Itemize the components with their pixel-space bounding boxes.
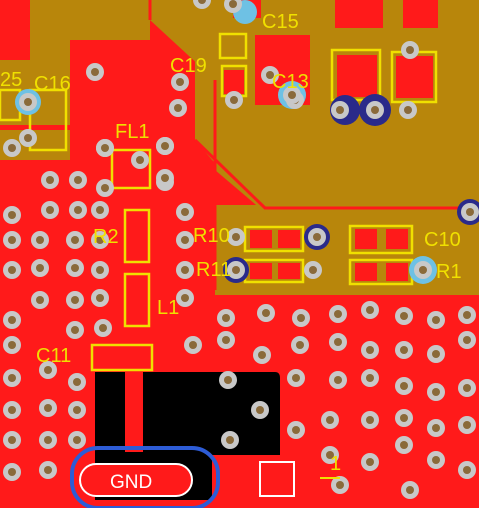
- silkscreen-labels: C15 C19 C13 25 C16 FL1 R2 R10 C10 R11 R1…: [0, 11, 462, 475]
- label-r2: R2: [93, 226, 119, 248]
- label-c25: 25: [0, 69, 22, 91]
- label-j1: 1: [330, 453, 341, 475]
- board-traces: [148, 0, 479, 290]
- label-c13: C13: [272, 71, 309, 93]
- label-fl1: FL1: [115, 121, 149, 143]
- gnd-net-label: GND: [110, 472, 152, 493]
- label-l1: L1: [157, 297, 179, 319]
- label-r11: R11: [196, 259, 231, 281]
- via-grid: [3, 0, 479, 499]
- pad-fills: [97, 55, 433, 368]
- label-c11: C11: [36, 345, 71, 367]
- label-c19: C19: [170, 55, 207, 77]
- label-r10: R10: [193, 225, 230, 247]
- label-c16: C16: [34, 73, 71, 95]
- label-c15: C15: [262, 11, 299, 33]
- highlight-circle: [70, 446, 220, 508]
- gnd-pad[interactable]: GND: [79, 463, 193, 497]
- label-c10: C10: [424, 229, 461, 251]
- label-r1: R1: [436, 261, 462, 283]
